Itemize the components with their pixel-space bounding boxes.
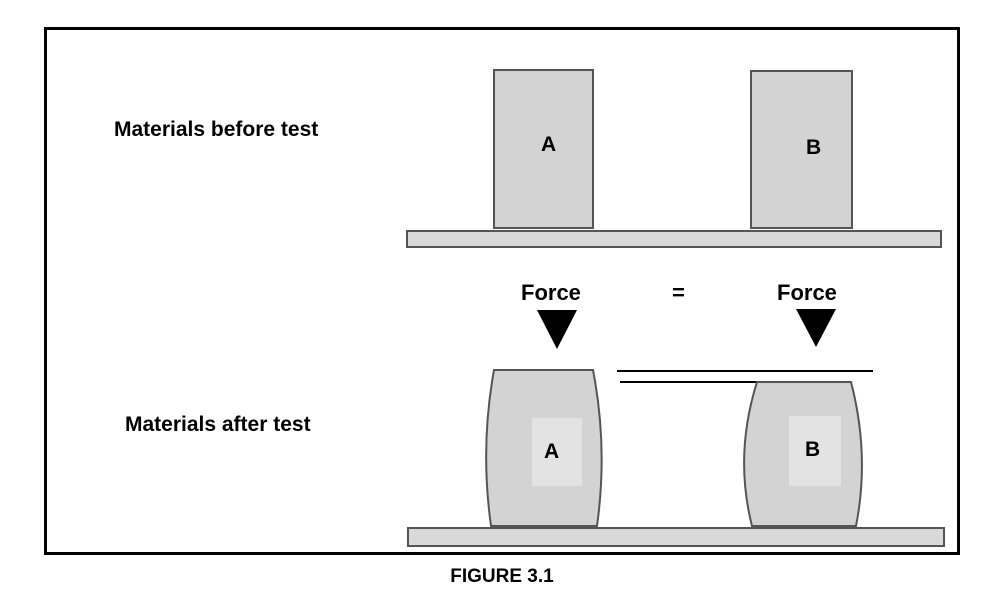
after-test-label: Materials after test	[125, 413, 311, 436]
bottom-shelf	[407, 527, 945, 547]
figure-frame	[44, 27, 960, 555]
material-a-before-letter: A	[541, 133, 557, 156]
material-a-after-inner	[532, 418, 582, 486]
material-a-after-letter: A	[544, 440, 560, 463]
material-b-before-block: B	[750, 70, 853, 229]
force-arrow-a	[537, 310, 577, 349]
top-shelf	[406, 230, 942, 248]
force-label-b: Force	[777, 280, 837, 305]
material-a-before-block: A	[493, 69, 594, 229]
material-b-after-inner	[789, 416, 841, 486]
force-arrow-b	[796, 309, 836, 347]
material-b-before-letter: B	[806, 136, 822, 159]
before-test-label: Materials before test	[114, 118, 319, 141]
material-b-after-letter: B	[805, 438, 821, 461]
figure-caption: FIGURE 3.1	[450, 566, 554, 587]
force-label-a: Force	[521, 280, 581, 305]
equals-sign: =	[672, 280, 685, 305]
